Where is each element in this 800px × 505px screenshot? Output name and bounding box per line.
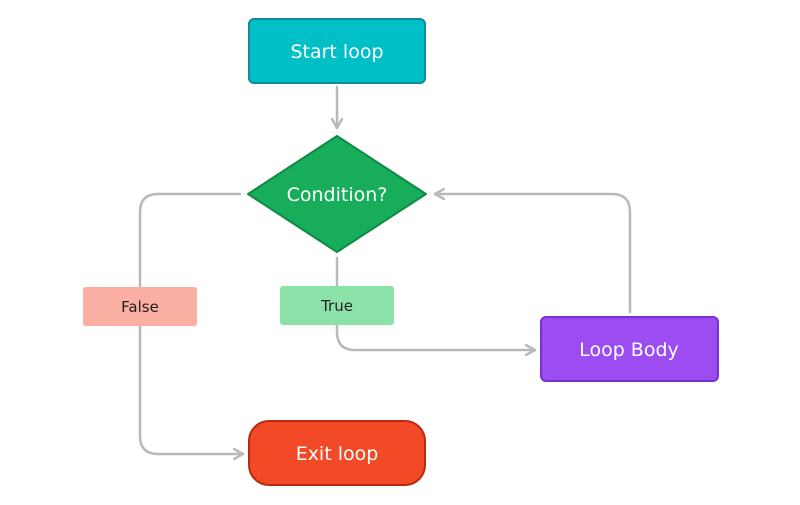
node-condition[interactable]: Condition? (247, 135, 427, 253)
node-loop-body-label: Loop Body (579, 339, 679, 361)
node-condition-diamond (247, 135, 427, 253)
edge-condition-true-to-body (335, 256, 537, 350)
edge-label-true-text: True (320, 297, 353, 315)
node-exit-loop-shape (248, 420, 426, 486)
edges (138, 85, 632, 454)
edge-label-true-background (280, 286, 394, 325)
edge-body-to-condition (433, 194, 632, 314)
edge-label-false: False (83, 287, 197, 326)
node-start-loop-label: Start loop (290, 41, 383, 63)
edge-label-false-text: False (121, 298, 159, 316)
node-loop-body[interactable]: Loop Body (540, 316, 719, 382)
node-start-loop-shape (248, 18, 426, 84)
node-loop-body-shape (540, 316, 719, 382)
node-start-loop[interactable]: Start loop (248, 18, 426, 84)
edge-label-true: True (280, 286, 394, 325)
node-exit-loop-label: Exit loop (296, 443, 379, 465)
node-condition-label: Condition? (287, 184, 388, 206)
edge-label-false-background (83, 287, 197, 326)
node-exit-loop[interactable]: Exit loop (248, 420, 426, 486)
